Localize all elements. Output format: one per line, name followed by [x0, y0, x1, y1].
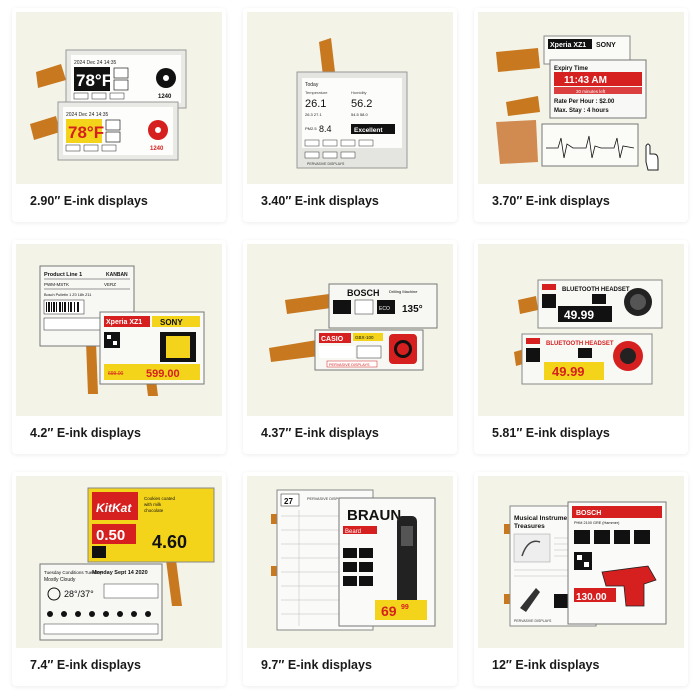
svg-text:78°F: 78°F — [76, 71, 112, 90]
svg-text:135°: 135° — [402, 304, 423, 315]
svg-text:699.00: 699.00 — [108, 371, 124, 377]
svg-text:chocolate: chocolate — [144, 508, 164, 513]
svg-text:8.4: 8.4 — [319, 124, 332, 134]
product-image-97[interactable]: 27 PERVASIVE DISPLAYS BRAUN Beard — [247, 476, 453, 648]
svg-text:Today: Today — [305, 82, 319, 88]
svg-text:69: 69 — [381, 603, 397, 619]
product-card-290[interactable]: 2024 Dec 24 14:35 78°F 1240 2024 Dec 24 … — [12, 8, 226, 222]
svg-text:Rate Per Hour : $2.00: Rate Per Hour : $2.00 — [554, 99, 615, 105]
product-card-340[interactable]: Today Temperature 26.1 Humidity 56.2 26.… — [243, 8, 457, 222]
product-caption-370[interactable]: 3.70″ E-ink displays — [492, 194, 610, 208]
svg-text:BLUETOOTH HEADSET: BLUETOOTH HEADSET — [562, 287, 630, 293]
product-card-581[interactable]: BLUETOOTH HEADSET 49.99 BLUETOOTH HEADSE… — [474, 240, 688, 454]
product-image-340[interactable]: Today Temperature 26.1 Humidity 56.2 26.… — [247, 12, 453, 184]
svg-text:Monday Sept 14 2020: Monday Sept 14 2020 — [92, 570, 148, 576]
svg-text:Product Line 1: Product Line 1 — [44, 272, 82, 278]
svg-text:26.3 27.1: 26.3 27.1 — [305, 112, 322, 117]
product-image-581[interactable]: BLUETOOTH HEADSET 49.99 BLUETOOTH HEADSE… — [478, 244, 684, 416]
svg-text:Temperature: Temperature — [305, 90, 328, 95]
svg-text:4.60: 4.60 — [152, 532, 187, 552]
svg-text:11:43 AM: 11:43 AM — [564, 75, 607, 86]
svg-text:30 minutes left: 30 minutes left — [576, 89, 606, 94]
svg-text:599.00: 599.00 — [146, 368, 180, 380]
svg-text:Tuesday Conditions Tuesday: Tuesday Conditions Tuesday — [44, 570, 103, 575]
product-image-12[interactable]: Musical Instrume Treasures PERVASIVE DIS… — [478, 476, 684, 648]
svg-text:Humidity: Humidity — [351, 90, 367, 95]
svg-text:1240: 1240 — [158, 94, 172, 100]
product-caption-12[interactable]: 12″ E-ink displays — [492, 658, 600, 672]
svg-text:SONY: SONY — [160, 318, 183, 327]
product-card-74[interactable]: KitKat Cookies coated with milk chocolat… — [12, 472, 226, 686]
svg-text:PM2.5: PM2.5 — [305, 126, 317, 131]
svg-text:Excellent: Excellent — [354, 127, 383, 134]
svg-text:Drilling Machine: Drilling Machine — [389, 289, 418, 294]
product-image-42[interactable]: Product Line 1 KANBAN PWM-MSTK VERZ Bosc… — [16, 244, 222, 416]
svg-text:Mostly Cloudy: Mostly Cloudy — [44, 577, 76, 583]
svg-text:99: 99 — [401, 604, 409, 611]
product-caption-290[interactable]: 2.90″ E-ink displays — [30, 194, 148, 208]
svg-text:Beard: Beard — [345, 529, 361, 535]
product-caption-340[interactable]: 3.40″ E-ink displays — [261, 194, 379, 208]
svg-text:Expiry Time: Expiry Time — [554, 66, 589, 72]
svg-text:1240: 1240 — [150, 146, 164, 152]
svg-text:PERVASIVE DISPLAYS: PERVASIVE DISPLAYS — [307, 162, 345, 166]
svg-text:CASIO: CASIO — [321, 336, 344, 343]
svg-text:PHM 2100 GRE (Hammer): PHM 2100 GRE (Hammer) — [574, 521, 620, 525]
product-caption-42[interactable]: 4.2″ E-ink displays — [30, 426, 141, 440]
svg-text:with milk: with milk — [144, 502, 162, 507]
svg-text:Cookies coated: Cookies coated — [144, 496, 176, 501]
svg-text:27: 27 — [284, 497, 293, 506]
svg-text:VERZ: VERZ — [104, 282, 116, 287]
product-image-370[interactable]: Xperia XZ1 SONY Expiry Time 11:43 AM 30 … — [478, 12, 684, 184]
svg-text:PERVASIVE DISPLAYS: PERVASIVE DISPLAYS — [307, 497, 348, 501]
product-card-437[interactable]: BOSCH Drilling Machine ECO 135° CASIO GB… — [243, 240, 457, 454]
svg-text:54.5 58.0: 54.5 58.0 — [351, 112, 368, 117]
svg-text:2024 Dec 24 14:35: 2024 Dec 24 14:35 — [74, 60, 116, 66]
svg-text:Musical Instrume: Musical Instrume — [514, 515, 567, 522]
svg-text:BOSCH: BOSCH — [576, 510, 601, 517]
svg-text:KitKat: KitKat — [96, 501, 132, 515]
svg-text:PERVASIVE DISPLAYS: PERVASIVE DISPLAYS — [329, 363, 370, 367]
svg-text:SONY: SONY — [596, 42, 616, 49]
product-caption-74[interactable]: 7.4″ E-ink displays — [30, 658, 141, 672]
svg-text:Max. Stay : 4 hours: Max. Stay : 4 hours — [554, 108, 609, 114]
product-caption-581[interactable]: 5.81″ E-ink displays — [492, 426, 610, 440]
svg-text:ECO: ECO — [379, 306, 390, 312]
svg-text:GBX-100: GBX-100 — [355, 335, 374, 340]
svg-text:49.99: 49.99 — [564, 308, 594, 322]
product-caption-97[interactable]: 9.7″ E-ink displays — [261, 658, 372, 672]
product-card-370[interactable]: Xperia XZ1 SONY Expiry Time 11:43 AM 30 … — [474, 8, 688, 222]
product-card-42[interactable]: Product Line 1 KANBAN PWM-MSTK VERZ Bosc… — [12, 240, 226, 454]
svg-text:78°F: 78°F — [68, 123, 104, 142]
svg-text:28°/37°: 28°/37° — [64, 589, 94, 599]
product-card-97[interactable]: 27 PERVASIVE DISPLAYS BRAUN Beard — [243, 472, 457, 686]
product-card-12[interactable]: Musical Instrume Treasures PERVASIVE DIS… — [474, 472, 688, 686]
svg-text:PERVASIVE DISPLAYS: PERVASIVE DISPLAYS — [514, 619, 552, 623]
product-image-290[interactable]: 2024 Dec 24 14:35 78°F 1240 2024 Dec 24 … — [16, 12, 222, 184]
svg-text:130.00: 130.00 — [576, 592, 607, 603]
product-image-437[interactable]: BOSCH Drilling Machine ECO 135° CASIO GB… — [247, 244, 453, 416]
svg-text:PWM-MSTK: PWM-MSTK — [44, 282, 69, 287]
svg-text:56.2: 56.2 — [351, 98, 372, 110]
svg-text:2024 Dec 24 14:35: 2024 Dec 24 14:35 — [66, 112, 108, 118]
svg-text:49.99: 49.99 — [552, 364, 585, 379]
svg-text:KANBAN: KANBAN — [106, 272, 128, 278]
svg-text:26.1: 26.1 — [305, 98, 326, 110]
svg-text:BLUETOOTH HEADSET: BLUETOOTH HEADSET — [546, 341, 614, 347]
product-image-74[interactable]: KitKat Cookies coated with milk chocolat… — [16, 476, 222, 648]
svg-text:Bosch Pulletin 1 Z0 18h Z11: Bosch Pulletin 1 Z0 18h Z11 — [44, 293, 91, 297]
svg-text:0.50: 0.50 — [96, 527, 125, 544]
svg-text:Xperia XZ1: Xperia XZ1 — [550, 42, 586, 49]
svg-text:BRAUN: BRAUN — [347, 507, 401, 524]
product-caption-437[interactable]: 4.37″ E-ink displays — [261, 426, 379, 440]
svg-text:Xperia XZ1: Xperia XZ1 — [106, 319, 142, 326]
svg-text:BOSCH: BOSCH — [347, 288, 380, 298]
svg-text:Treasures: Treasures — [514, 523, 545, 530]
